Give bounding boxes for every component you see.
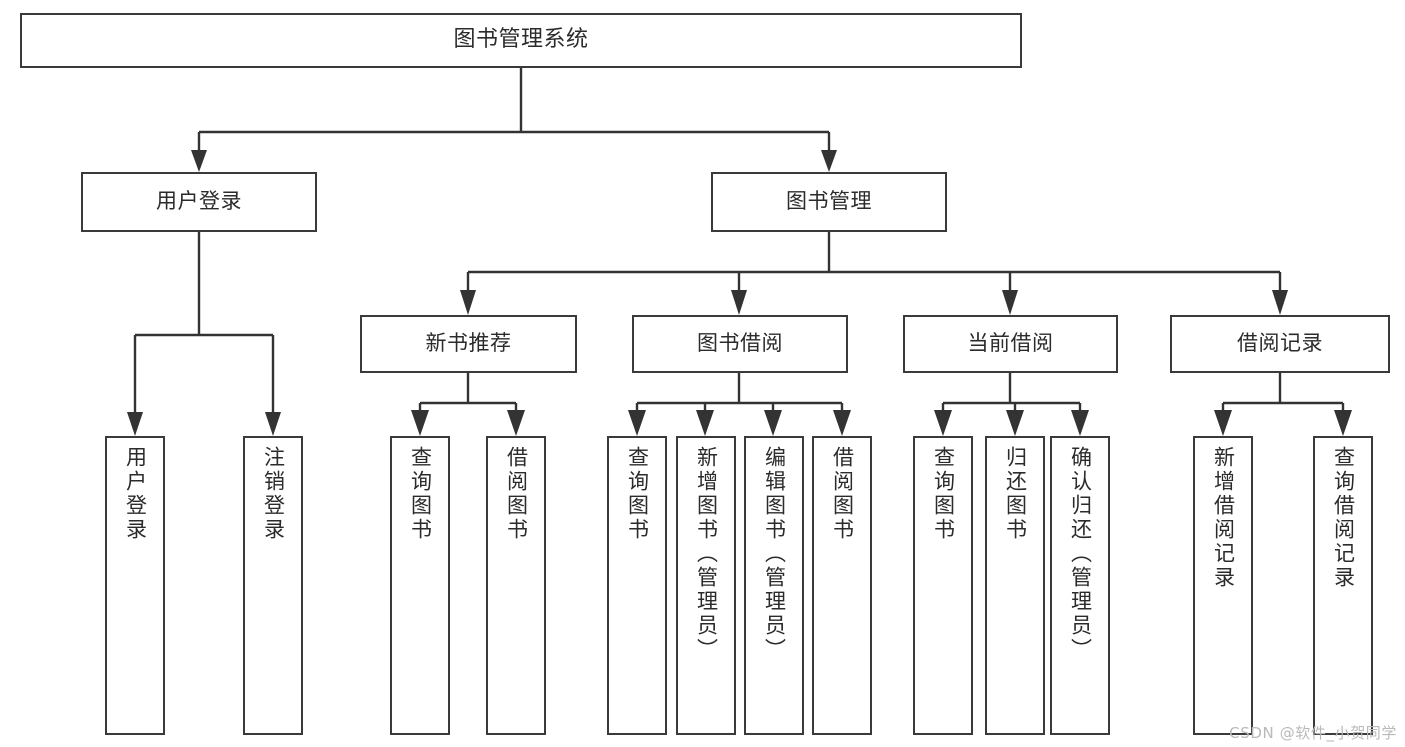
- arrowhead-book-manage: [821, 150, 837, 172]
- node-label: 查询图书: [625, 446, 650, 542]
- node-label: 新书推荐: [425, 331, 512, 356]
- arrowhead-newbook-leaf-2: [507, 410, 525, 436]
- leaf-logout[interactable]: 注销登录: [243, 436, 303, 735]
- arrowhead-cb-leaf-3: [1071, 410, 1089, 436]
- leaf-borrowrecord-query-record[interactable]: 查询借阅记录: [1313, 436, 1373, 735]
- leaf-currentborrow-confirm-return-admin[interactable]: 确认归还（管理员）: [1050, 436, 1110, 735]
- node-current-borrow[interactable]: 当前借阅: [903, 315, 1118, 373]
- arrowhead-leaf-user-login: [127, 412, 143, 436]
- node-label: 用户登录: [123, 446, 148, 542]
- leaf-newbook-query-book[interactable]: 查询图书: [390, 436, 450, 735]
- node-label: 借阅图书: [830, 446, 855, 542]
- node-label: 图书借阅: [697, 331, 783, 356]
- arrowhead-leaf-logout: [265, 412, 281, 436]
- node-label: 图书管理: [786, 189, 872, 214]
- leaf-currentborrow-query-book[interactable]: 查询图书: [913, 436, 973, 735]
- leaf-bookborrow-edit-book-admin[interactable]: 编辑图书（管理员）: [744, 436, 804, 735]
- arrowhead-new-book-recommend: [460, 290, 476, 315]
- arrowhead-user-login: [191, 150, 207, 172]
- node-label: 编辑图书（管理员）: [762, 446, 787, 662]
- node-label: 查询借阅记录: [1331, 446, 1356, 590]
- arrowhead-bb-leaf-2: [696, 410, 714, 436]
- node-label: 查询图书: [931, 446, 956, 542]
- arrowhead-borrow-record: [1272, 290, 1288, 315]
- node-label: 新增图书（管理员）: [694, 446, 719, 662]
- arrowhead-bb-leaf-1: [628, 410, 646, 436]
- node-label: 确认归还（管理员）: [1068, 446, 1093, 662]
- node-label: 当前借阅: [967, 331, 1054, 356]
- arrowhead-newbook-leaf-1: [411, 410, 429, 436]
- arrowhead-bb-leaf-3: [764, 410, 782, 436]
- node-borrow-record[interactable]: 借阅记录: [1170, 315, 1390, 373]
- node-label: 归还图书: [1003, 446, 1028, 542]
- node-label: 借阅记录: [1237, 331, 1323, 356]
- arrowhead-br-leaf-2: [1334, 410, 1352, 436]
- csdn-watermark: CSDN @软件_小贺同学: [1229, 724, 1397, 742]
- node-book-management[interactable]: 图书管理: [711, 172, 947, 232]
- node-user-login[interactable]: 用户登录: [81, 172, 317, 232]
- node-label: 图书管理系统: [453, 27, 589, 53]
- leaf-bookborrow-add-book-admin[interactable]: 新增图书（管理员）: [676, 436, 736, 735]
- leaf-borrowrecord-add-record[interactable]: 新增借阅记录: [1193, 436, 1253, 735]
- node-label: 注销登录: [261, 446, 286, 542]
- leaf-user-login[interactable]: 用户登录: [105, 436, 165, 735]
- arrowhead-cb-leaf-1: [934, 410, 952, 436]
- arrowhead-current-borrow: [1002, 290, 1018, 315]
- leaf-newbook-borrow-book[interactable]: 借阅图书: [486, 436, 546, 735]
- arrowhead-br-leaf-1: [1214, 410, 1232, 436]
- arrowhead-cb-leaf-2: [1006, 410, 1024, 436]
- node-label: 查询图书: [408, 446, 433, 542]
- arrowhead-bb-leaf-4: [833, 410, 851, 436]
- node-label: 借阅图书: [504, 446, 529, 542]
- node-root-system[interactable]: 图书管理系统: [20, 13, 1022, 68]
- leaf-bookborrow-borrow-book[interactable]: 借阅图书: [812, 436, 872, 735]
- leaf-bookborrow-query-book[interactable]: 查询图书: [607, 436, 667, 735]
- node-book-borrow[interactable]: 图书借阅: [632, 315, 848, 373]
- leaf-currentborrow-return-book[interactable]: 归还图书: [985, 436, 1045, 735]
- arrowhead-book-borrow: [731, 290, 747, 315]
- node-label: 新增借阅记录: [1211, 446, 1236, 590]
- node-new-book-recommend[interactable]: 新书推荐: [360, 315, 577, 373]
- node-label: 用户登录: [156, 189, 242, 214]
